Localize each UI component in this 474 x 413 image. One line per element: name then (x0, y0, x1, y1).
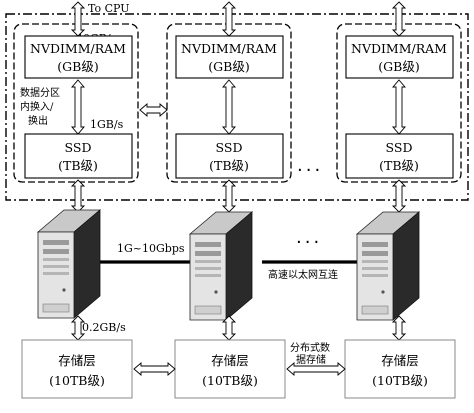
nvdimm-sub-label-2: (GB级) (208, 59, 249, 74)
distributed-storage-label-line1: 分布式数 (290, 341, 330, 354)
to-cpu-label: To CPU (88, 2, 130, 15)
ssd-sub-label-3: (TB级) (379, 158, 419, 173)
ssd-sub-label-2: (TB级) (209, 158, 249, 173)
more-nodes-ellipsis-lower: ··· (296, 232, 322, 253)
ethernet-interconnect-label: 高速以太网互连 (268, 268, 338, 281)
server-icon-1 (37, 209, 101, 319)
storage-label-2: 存储层 (211, 353, 249, 368)
distributed-storage-label-line2: 据存储 (296, 353, 326, 366)
storage-sub-label-2: (10TB级) (202, 373, 258, 388)
inter-node-arrow (139, 103, 168, 117)
bandwidth-02gbs-label: 0.2GB/s (82, 321, 126, 334)
storage-sub-label-1: (10TB级) (49, 373, 105, 388)
nvdimm-label-1: NVDIMM/RAM (30, 41, 126, 56)
bandwidth-1gbs-label: 1GB/s (90, 118, 124, 131)
network-bandwidth-label: 1G~10Gbps (117, 242, 185, 255)
storage-sub-label-3: (10TB级) (372, 373, 428, 388)
ssd-box-1 (24, 133, 133, 179)
storage-arrow-1-2 (133, 362, 176, 376)
storage-label-3: 存储层 (381, 353, 419, 368)
ssd-server-arrow-2 (221, 179, 237, 213)
compute-cluster-boundary (5, 13, 469, 201)
storage-box-2 (174, 339, 286, 399)
nvdimm-label-3: NVDIMM/RAM (351, 41, 447, 56)
ssd-server-arrow-1 (70, 179, 86, 213)
server-storage-arrow-3 (391, 315, 407, 341)
nvdimm-sub-label-3: (GB级) (378, 59, 419, 74)
nvdimm-label-2: NVDIMM/RAM (181, 41, 277, 56)
ssd-server-arrow-3 (391, 179, 407, 213)
ssd-box-2 (175, 133, 284, 179)
nvdimm-ssd-arrow-2 (222, 79, 236, 135)
ssd-sub-label-1: (TB级) (58, 158, 98, 173)
storage-label-1: 存储层 (58, 353, 96, 368)
nvdimm-box-2 (175, 35, 284, 79)
data-partition-label-line3: 换出 (28, 114, 48, 127)
to-cpu-arrow-1 (70, 1, 86, 37)
data-partition-label-line1: 数据分区 (20, 86, 60, 99)
server-storage-arrow-2 (221, 315, 237, 341)
storage-arrow-2-3 (286, 362, 346, 376)
server-icon-2 (189, 211, 253, 321)
nvdimm-ssd-arrow-3 (392, 79, 406, 135)
storage-box-3 (344, 339, 456, 399)
nvdimm-box-1 (24, 35, 133, 79)
to-cpu-arrow-3 (391, 1, 407, 37)
nvdimm-ssd-arrow-1 (71, 79, 85, 135)
nvdimm-sub-label-1: (GB级) (57, 59, 98, 74)
storage-box-1 (21, 339, 133, 399)
nvdimm-box-3 (345, 35, 454, 79)
ssd-label-1: SSD (65, 140, 92, 155)
server-icon-3 (356, 211, 420, 321)
to-cpu-arrow-2 (221, 1, 237, 37)
ssd-label-2: SSD (216, 140, 243, 155)
data-partition-label-line2: 内换入/ (20, 100, 54, 113)
ssd-box-3 (345, 133, 454, 179)
more-nodes-ellipsis-upper: ··· (297, 160, 323, 181)
ssd-label-3: SSD (386, 140, 413, 155)
